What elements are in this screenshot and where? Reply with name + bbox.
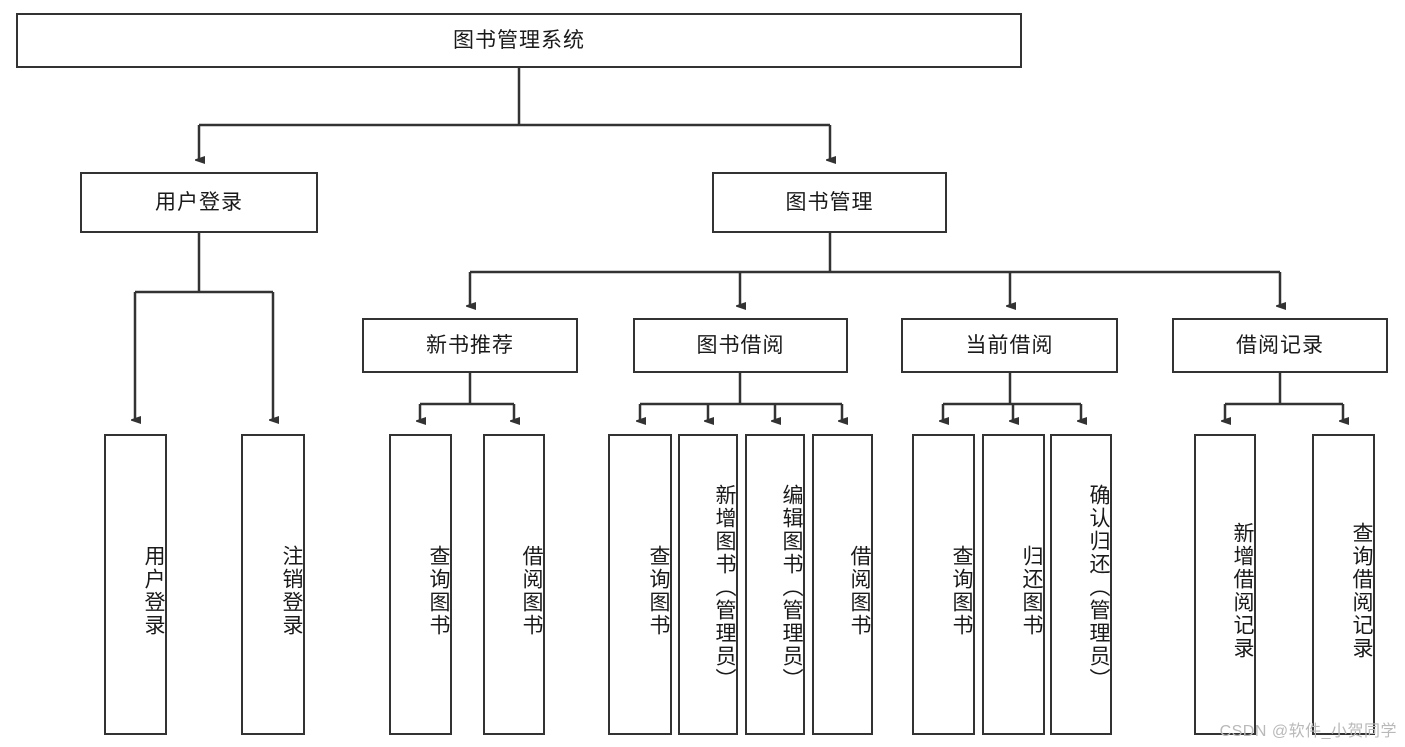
- node-current-borrow[interactable]: 当前借阅: [901, 318, 1118, 373]
- node-label: 用户登录: [155, 190, 243, 214]
- node-label: 查询图书: [427, 544, 450, 637]
- csdn-watermark: CSDN @软件_小贺同学: [1219, 723, 1397, 740]
- leaf-user-login-logout[interactable]: 注销登录: [241, 434, 305, 735]
- node-label: 新书推荐: [426, 333, 514, 357]
- node-label: 查询图书: [950, 544, 973, 637]
- node-label: 确认归还（管理员）: [1087, 484, 1110, 691]
- node-label: 归还图书: [1020, 544, 1043, 637]
- leaf-user-login-login[interactable]: 用户登录: [104, 434, 167, 735]
- leaf-current-borrow-confirm-return-admin[interactable]: 确认归还（管理员）: [1050, 434, 1112, 735]
- node-label: 借阅图书: [848, 544, 871, 637]
- leaf-current-borrow-return-book[interactable]: 归还图书: [982, 434, 1045, 735]
- node-label: 借阅图书: [520, 544, 543, 637]
- leaf-new-book-query-book[interactable]: 查询图书: [389, 434, 452, 735]
- node-label: 查询图书: [647, 544, 670, 637]
- leaf-book-borrow-edit-book-admin[interactable]: 编辑图书（管理员）: [745, 434, 805, 735]
- leaf-borrow-record-add-record[interactable]: 新增借阅记录: [1194, 434, 1256, 735]
- node-label: 借阅记录: [1236, 333, 1324, 357]
- leaf-book-borrow-add-book-admin[interactable]: 新增图书（管理员）: [678, 434, 738, 735]
- leaf-borrow-record-query-record[interactable]: 查询借阅记录: [1312, 434, 1375, 735]
- leaf-book-borrow-borrow-book[interactable]: 借阅图书: [812, 434, 873, 735]
- node-book-management-system[interactable]: 图书管理系统: [16, 13, 1022, 68]
- node-label: 新增图书（管理员）: [713, 484, 736, 691]
- node-label: 新增借阅记录: [1231, 521, 1254, 660]
- node-label: 图书管理: [785, 190, 874, 214]
- leaf-new-book-borrow-book[interactable]: 借阅图书: [483, 434, 545, 735]
- node-book-borrow[interactable]: 图书借阅: [633, 318, 848, 373]
- leaf-current-borrow-query-book[interactable]: 查询图书: [912, 434, 975, 735]
- node-label: 图书借阅: [696, 333, 785, 357]
- node-book-management[interactable]: 图书管理: [712, 172, 947, 233]
- leaf-book-borrow-query-book[interactable]: 查询图书: [608, 434, 672, 735]
- node-label: 编辑图书（管理员）: [780, 484, 803, 691]
- node-label: 注销登录: [280, 544, 303, 637]
- node-label: 查询借阅记录: [1350, 521, 1373, 660]
- node-new-book-recommend[interactable]: 新书推荐: [362, 318, 578, 373]
- node-label: 图书管理系统: [453, 28, 585, 52]
- node-label: 用户登录: [142, 544, 165, 637]
- node-label: 当前借阅: [965, 333, 1054, 357]
- node-user-login[interactable]: 用户登录: [80, 172, 318, 233]
- node-borrow-record[interactable]: 借阅记录: [1172, 318, 1388, 373]
